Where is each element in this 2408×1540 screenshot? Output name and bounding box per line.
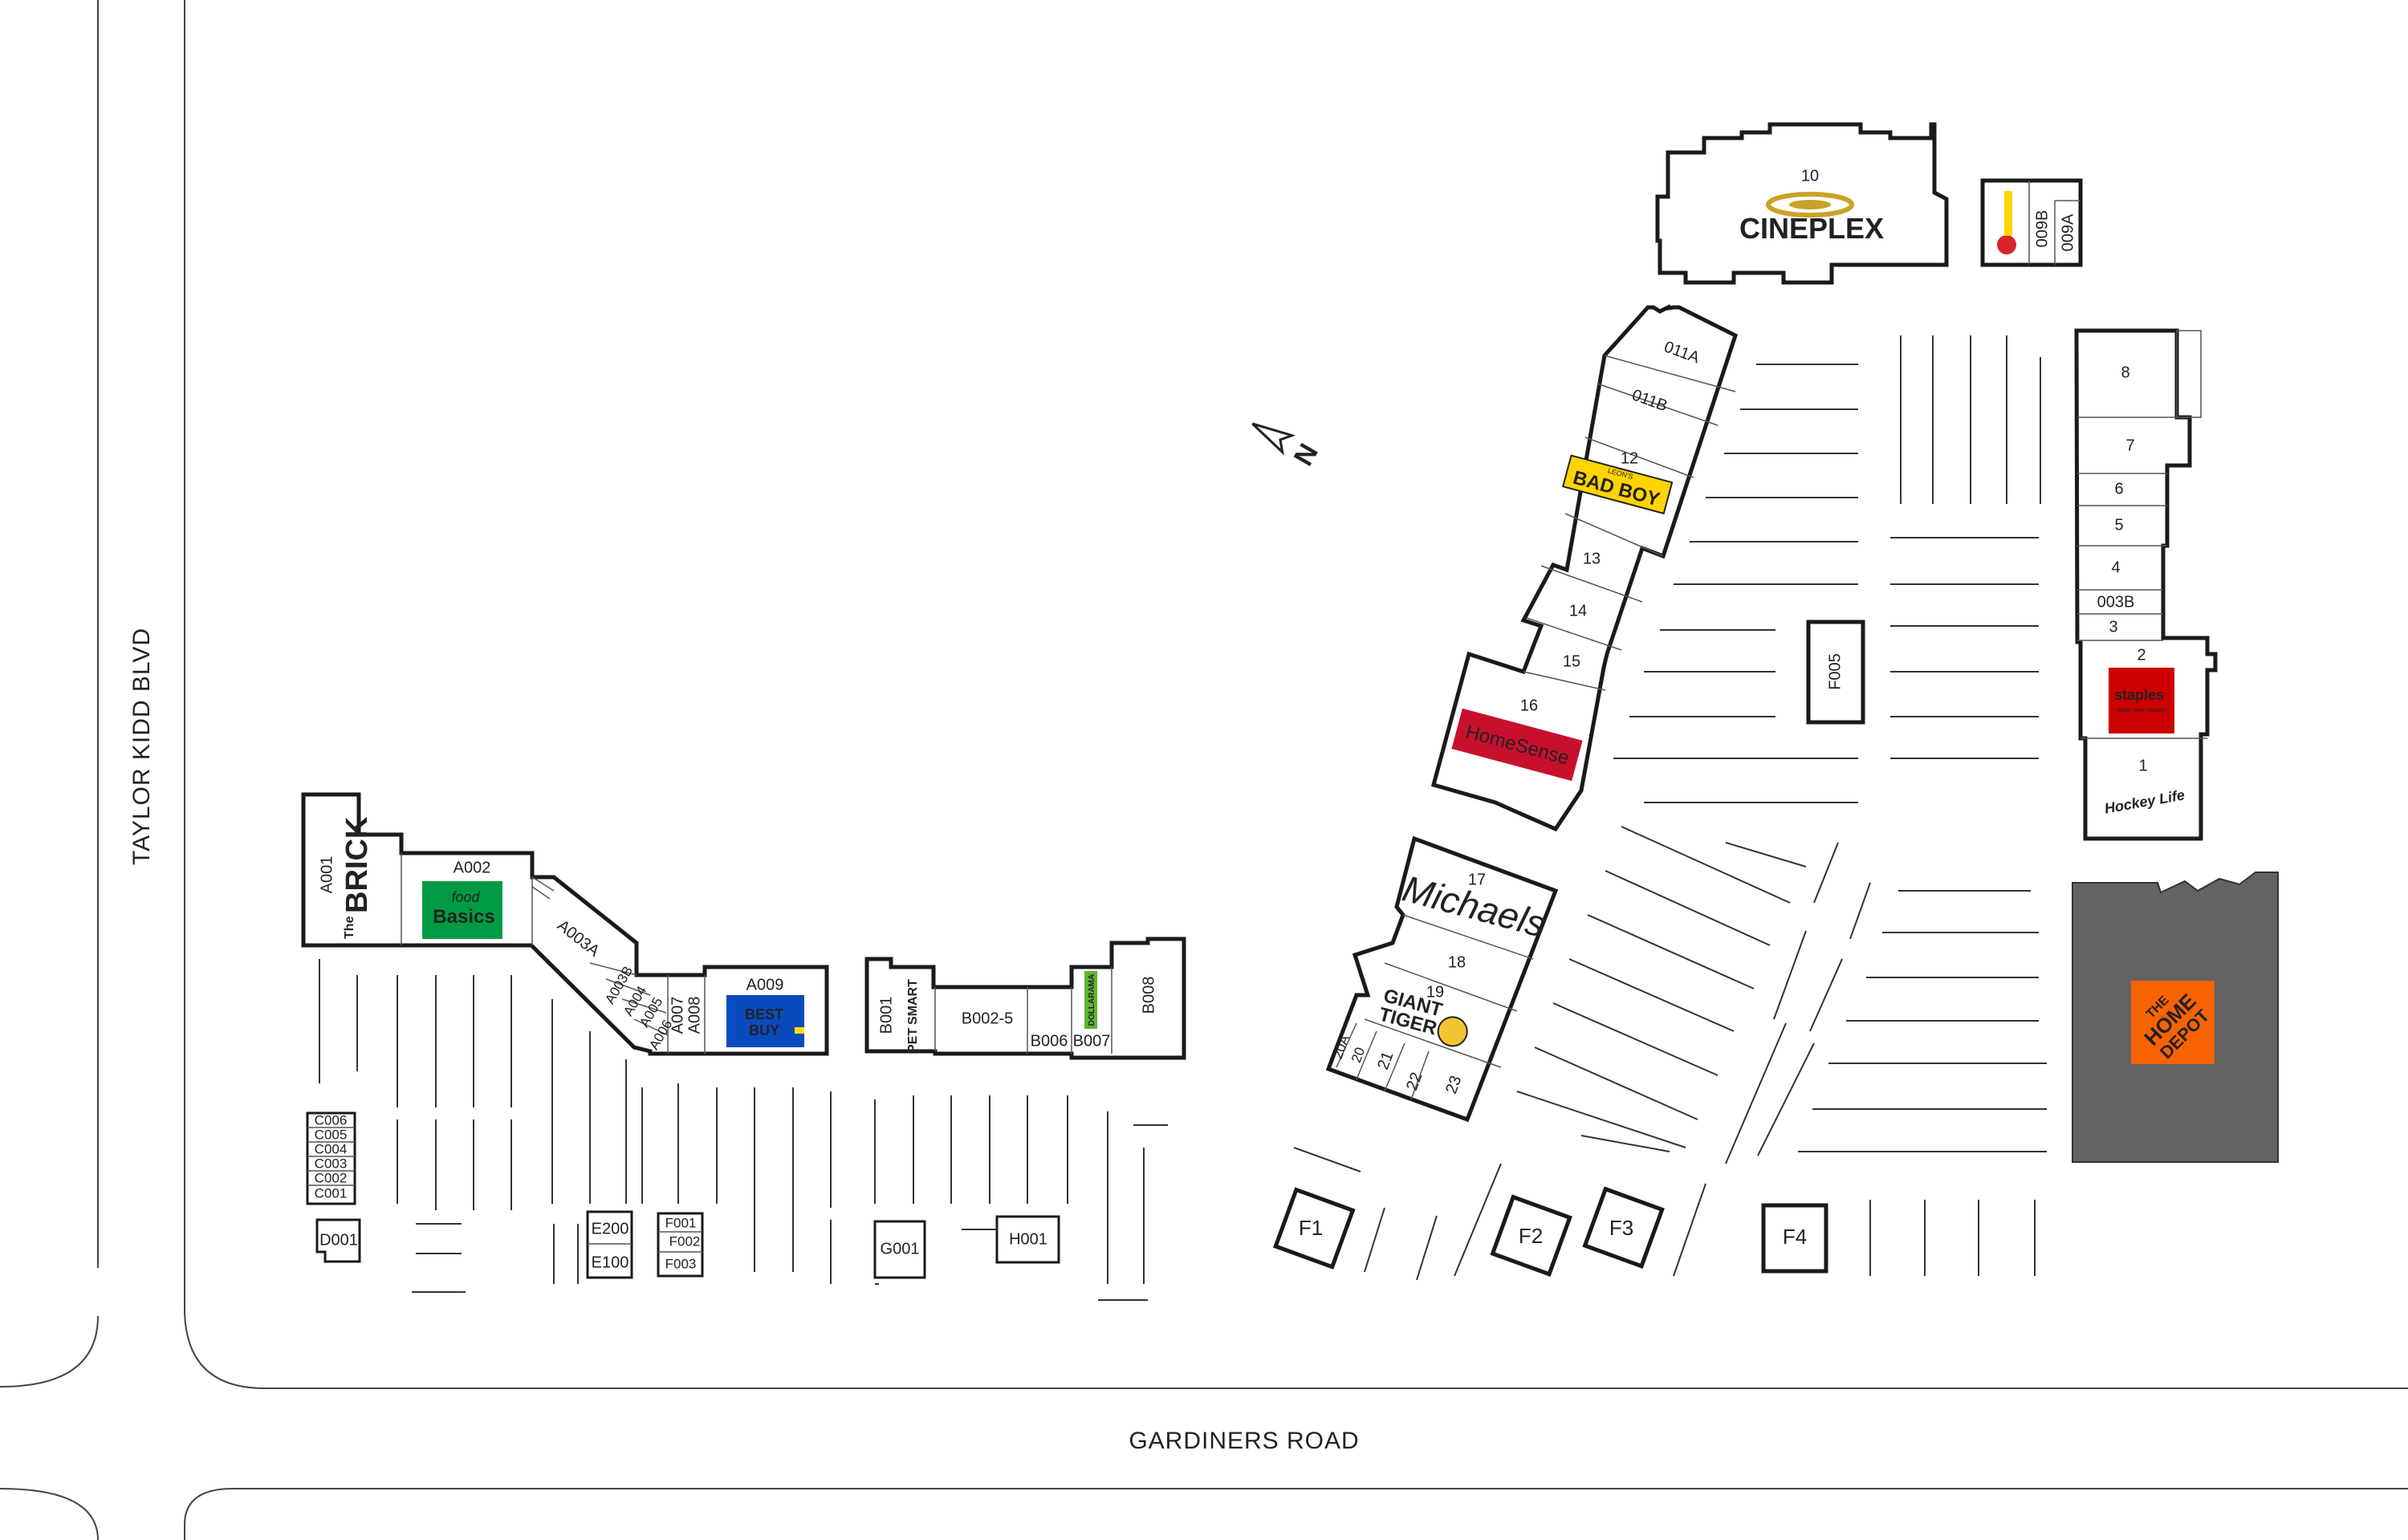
- unit-13[interactable]: 13: [1583, 550, 1601, 567]
- building-c: [306, 1111, 356, 1205]
- unit-c005[interactable]: C005: [315, 1127, 348, 1142]
- svg-text:BRICK: BRICK: [340, 816, 374, 913]
- unit-c004[interactable]: C004: [315, 1141, 348, 1156]
- building-f1: [1273, 1187, 1356, 1270]
- svg-text:staples: staples: [2114, 687, 2164, 703]
- unit-19[interactable]: 19: [1426, 983, 1444, 1001]
- svg-text:Make more happen: Make more happen: [2117, 708, 2166, 713]
- unit-c001[interactable]: C001: [315, 1185, 348, 1201]
- unit-3[interactable]: 3: [2109, 618, 2117, 636]
- building-diagonal-strip: [1430, 303, 1739, 832]
- building-f3: [1582, 1186, 1665, 1269]
- pad-f4[interactable]: F4: [1783, 1225, 1807, 1249]
- unit-10[interactable]: 10: [1801, 167, 1819, 185]
- unit-17[interactable]: 17: [1468, 871, 1486, 888]
- svg-text:PET: PET: [906, 1028, 920, 1053]
- unit-7[interactable]: 7: [2125, 437, 2134, 454]
- svg-text:DOLLARAMA: DOLLARAMA: [1088, 974, 1096, 1026]
- unit-2[interactable]: 2: [2137, 646, 2146, 664]
- unit-a008[interactable]: A008: [685, 997, 703, 1034]
- dollarama-logo[interactable]: DOLLARAMA: [1084, 971, 1097, 1029]
- unit-c003[interactable]: C003: [315, 1156, 348, 1171]
- petsmart-logo[interactable]: PET SMART: [906, 979, 920, 1053]
- unit-a009[interactable]: A009: [746, 976, 784, 993]
- north-arrow-icon: N: [1251, 422, 1324, 470]
- unit-12[interactable]: 12: [1621, 449, 1638, 467]
- unit-5[interactable]: 5: [2114, 516, 2123, 534]
- unit-a001[interactable]: A001: [318, 856, 336, 894]
- the-brick-logo[interactable]: The BRICK: [340, 816, 374, 939]
- unit-8[interactable]: 8: [2121, 364, 2129, 381]
- building-a: [301, 792, 829, 1056]
- pad-f2[interactable]: F2: [1519, 1224, 1543, 1248]
- unit-6[interactable]: 6: [2114, 480, 2123, 498]
- svg-text:Basics: Basics: [433, 906, 494, 928]
- building-f4: [1761, 1203, 1828, 1274]
- pad-f1[interactable]: F1: [1299, 1216, 1323, 1240]
- food-basics-logo[interactable]: food Basics: [422, 881, 502, 939]
- building-michaels-tiger: [1325, 835, 1559, 1123]
- street-label-gardiners: GARDINERS ROAD: [1129, 1428, 1359, 1454]
- unit-e200[interactable]: E200: [592, 1220, 629, 1237]
- staples-logo[interactable]: staples Make more happen: [2109, 668, 2174, 733]
- unit-g001[interactable]: G001: [881, 1240, 920, 1258]
- cineplex-logo[interactable]: CINEPLEX: [1739, 192, 1884, 245]
- compass-label: N: [1287, 438, 1324, 470]
- unit-003b[interactable]: 003B: [2097, 593, 2135, 611]
- unit-1[interactable]: 1: [2138, 757, 2147, 774]
- svg-text:BUY: BUY: [749, 1022, 779, 1038]
- unit-c002[interactable]: C002: [315, 1170, 348, 1185]
- unit-15[interactable]: 15: [1563, 652, 1580, 670]
- building-h: [995, 1215, 1060, 1264]
- unit-f001[interactable]: F001: [665, 1215, 697, 1230]
- home-depot-logo[interactable]: THE HOME DEPOT: [2131, 981, 2215, 1064]
- street-label-taylor-kidd: TAYLOR KIDD BLVD: [128, 628, 155, 865]
- unit-a002[interactable]: A002: [454, 859, 491, 876]
- building-e: [586, 1210, 633, 1279]
- unit-18[interactable]: 18: [1448, 953, 1466, 971]
- building-009: [1980, 178, 2083, 267]
- building-f005: [1806, 620, 1865, 725]
- building-f-pad: [657, 1212, 704, 1278]
- unit-009a[interactable]: 009A: [2059, 213, 2076, 251]
- parking-lots: [319, 335, 2047, 1301]
- building-g: [873, 1220, 926, 1279]
- svg-text:food: food: [451, 889, 480, 905]
- building-f2: [1490, 1194, 1572, 1277]
- building-d: [315, 1218, 361, 1263]
- svg-text:CINEPLEX: CINEPLEX: [1739, 212, 1884, 245]
- svg-text:SMART: SMART: [906, 979, 920, 1025]
- unit-b006[interactable]: B006: [1031, 1032, 1068, 1050]
- restaurant-logo[interactable]: [1997, 191, 2016, 254]
- unit-f002[interactable]: F002: [669, 1233, 701, 1249]
- pad-f3[interactable]: F3: [1609, 1216, 1633, 1240]
- unit-d001[interactable]: D001: [319, 1231, 358, 1249]
- unit-4[interactable]: 4: [2111, 559, 2120, 576]
- best-buy-logo[interactable]: BEST BUY: [726, 995, 804, 1047]
- unit-16[interactable]: 16: [1520, 697, 1538, 714]
- unit-14[interactable]: 14: [1569, 602, 1587, 620]
- unit-a007[interactable]: A007: [669, 997, 686, 1034]
- unit-009b[interactable]: 009B: [2033, 210, 2051, 248]
- unit-b002-5[interactable]: B002-5: [962, 1010, 1014, 1027]
- unit-h001[interactable]: H001: [1009, 1230, 1047, 1248]
- unit-f005[interactable]: F005: [1826, 653, 1844, 690]
- unit-b001[interactable]: B001: [877, 997, 895, 1034]
- unit-f003[interactable]: F003: [665, 1256, 697, 1271]
- unit-e100[interactable]: E100: [592, 1254, 629, 1271]
- unit-b007[interactable]: B007: [1073, 1032, 1111, 1050]
- unit-b008[interactable]: B008: [1140, 977, 1157, 1014]
- svg-text:BEST: BEST: [745, 1006, 783, 1022]
- unit-c006[interactable]: C006: [315, 1112, 348, 1128]
- building-b: [864, 937, 1186, 1060]
- svg-text:The: The: [343, 916, 356, 939]
